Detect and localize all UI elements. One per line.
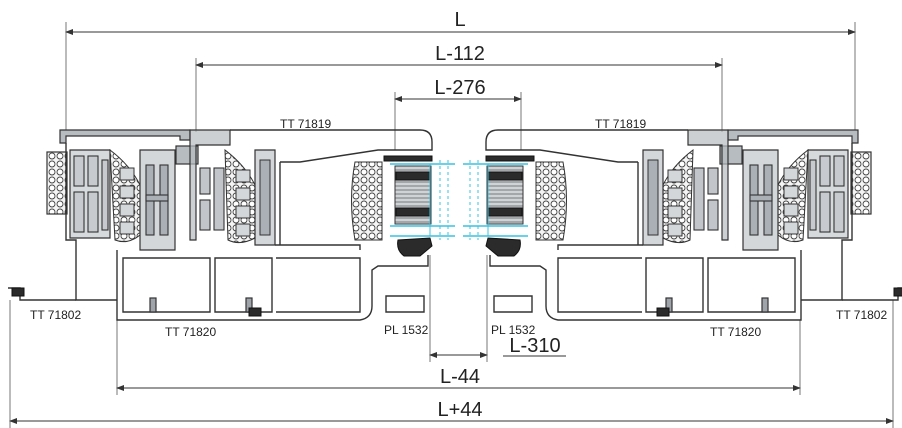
dimension-lines — [9, 22, 894, 428]
profile-label-top-right: TT 71819 — [595, 117, 646, 131]
top-brush-seal — [383, 155, 433, 162]
label-track-outer: L+44 — [437, 399, 482, 421]
label-meeting-gap: L-310 — [509, 335, 560, 357]
label-sash-width: L-112 — [435, 43, 485, 65]
profile-label-side-right: TT 71802 — [836, 308, 887, 322]
profile-label-meeting-left: PL 1532 — [384, 323, 429, 337]
label-overall: L — [454, 9, 465, 31]
label-glass-gap: L-276 — [434, 77, 485, 99]
dimension-labels: L L-112 L-276 L-310 L-44 L+44 — [434, 9, 560, 421]
profile-label-bottom-left: TT 71820 — [165, 325, 216, 339]
side-foam-seal — [46, 151, 68, 215]
profile-label-meeting-right: PL 1532 — [491, 323, 536, 337]
profile-label-side-left: TT 71802 — [30, 308, 81, 322]
label-track-inner: L-44 — [440, 366, 480, 388]
right-sash-section — [462, 129, 902, 321]
left-sash-section — [8, 129, 455, 321]
profile-label-top-left: TT 71819 — [280, 117, 331, 131]
profile-labels: TT 71819 TT 71819 TT 71802 TT 71802 TT 7… — [30, 117, 887, 339]
profile-label-bottom-right: TT 71820 — [710, 325, 761, 339]
